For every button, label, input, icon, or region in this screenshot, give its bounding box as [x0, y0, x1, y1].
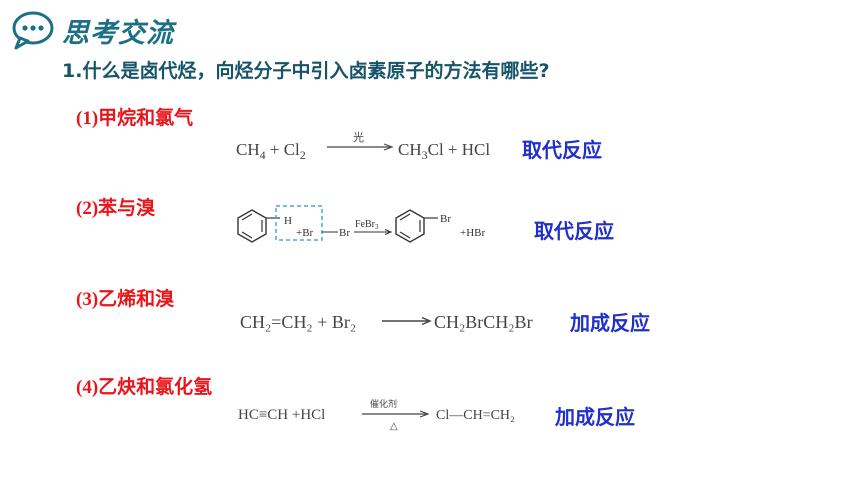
eq-text: Br [339, 227, 350, 239]
case-number: (1) [76, 108, 99, 129]
eq-text: Br [440, 213, 451, 225]
eq-text: CH₂=CH₂ + Br₂ [240, 312, 356, 332]
eq-catalyst: FeBr [355, 219, 376, 230]
equation-acetylene-hcl: HC≡CH +HCl 催化剂 △ Cl—CH=CH₂ [238, 398, 515, 432]
eq-text: HC≡CH +HCl [238, 407, 325, 423]
case-title: 乙烯和溴 [98, 288, 175, 310]
case-title: 苯与溴 [98, 197, 156, 219]
eq-condition: △ [390, 421, 398, 432]
case-title: 乙炔和氯化氢 [98, 376, 213, 398]
eq-text: CH₂BrCH₂Br [434, 312, 533, 332]
eq-text: + Cl [266, 140, 300, 159]
eq-text: CH [236, 140, 260, 159]
case-number: (2) [76, 198, 99, 219]
eq-text: H [284, 215, 292, 227]
eq-condition: 光 [353, 130, 364, 144]
equation-methane-chlorine: CH4 + Cl2 光 CH3Cl + HCl [236, 130, 490, 162]
equation-benzene-bromine: H +Br Br FeBr3 Br +HBr [237, 205, 485, 243]
reaction-type-2: 取代反应 [534, 219, 614, 243]
case-number: (4) [76, 377, 99, 398]
reaction-type-3: 加成反应 [570, 311, 650, 335]
case-label-1: (1)甲烷和氯气 [76, 103, 193, 130]
equation-ethylene-bromine: CH₂=CH₂ + Br₂ CH₂BrCH₂Br [240, 312, 533, 332]
reaction-type-1: 取代反应 [522, 138, 602, 162]
eq-sub: 3 [422, 148, 428, 162]
case-number: (3) [76, 289, 99, 310]
svg-text:FeBr3: FeBr3 [355, 219, 379, 231]
reaction-type-4: 加成反应 [555, 405, 635, 429]
eq-sub: 2 [300, 148, 306, 162]
page-title: 思考交流 [62, 17, 174, 49]
eq-sub: 3 [375, 223, 379, 231]
case-label-4: (4)乙炔和氯化氢 [76, 372, 212, 399]
eq-text: Cl—CH=CH₂ [436, 408, 515, 423]
case-title: 甲烷和氯气 [98, 107, 194, 129]
dashed-highlight-box [275, 205, 323, 241]
header: 思考交流 [10, 10, 174, 50]
eq-text: +HBr [460, 227, 485, 239]
svg-text:CH4 + Cl2: CH4 + Cl2 [236, 140, 306, 162]
case-label-2: (2)苯与溴 [76, 193, 155, 220]
case-label-3: (3)乙烯和溴 [76, 284, 174, 311]
svg-text:CH3Cl + HCl: CH3Cl + HCl [398, 140, 490, 162]
eq-text: CH [398, 140, 422, 159]
speech-bubble-icon [12, 11, 54, 50]
question-text: 1.什么是卤代烃，向烃分子中引入卤素原子的方法有哪些? [62, 60, 550, 82]
eq-text: Cl + HCl [428, 140, 491, 159]
eq-sub: 4 [260, 148, 266, 162]
eq-condition: 催化剂 [370, 398, 397, 410]
eq-text: +Br [296, 227, 314, 239]
